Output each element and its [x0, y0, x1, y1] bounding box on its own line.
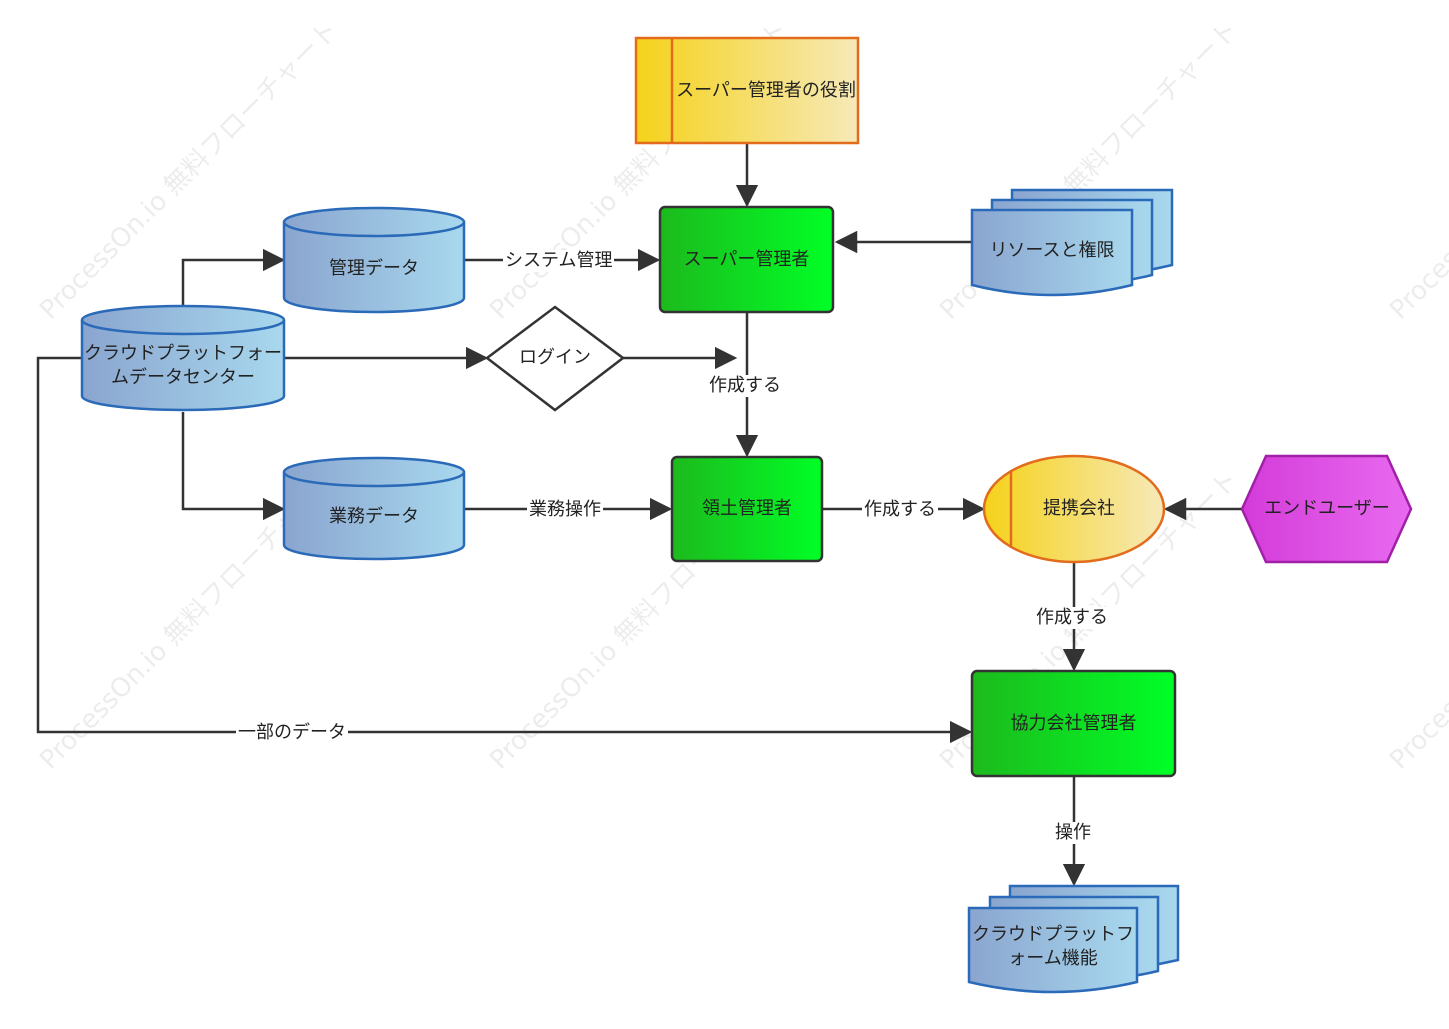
edge-label-create-3: 作成する	[1034, 607, 1110, 629]
node-biz-data[interactable]	[282, 456, 466, 561]
node-super-admin[interactable]	[658, 205, 835, 314]
edge-label-partial-data: 一部のデータ	[236, 722, 348, 744]
edge-label-system-mgmt: システム管理	[503, 250, 615, 272]
edge-label-operate: 操作	[1053, 822, 1093, 844]
label-resources: リソースと権限	[989, 240, 1115, 261]
node-end-user[interactable]	[1240, 454, 1413, 564]
label-mgmt-data: 管理データ	[329, 258, 419, 279]
label-super-admin: スーパー管理者	[683, 248, 810, 270]
node-territory-admin[interactable]	[670, 455, 824, 563]
node-login[interactable]	[484, 305, 626, 412]
edge-label-create-1: 作成する	[707, 375, 783, 397]
label-biz-data: 業務データ	[329, 506, 419, 527]
node-platform-func[interactable]	[967, 884, 1180, 994]
node-partner[interactable]	[982, 454, 1166, 564]
label-territory-admin: 領土管理者	[702, 498, 792, 519]
node-mgmt-data[interactable]	[282, 206, 466, 314]
edge-datacenter-to-mgmtdata	[181, 248, 286, 305]
label-end-user: エンドユーザー	[1264, 498, 1390, 519]
node-datacenter[interactable]	[80, 304, 286, 412]
edge-label-biz-op: 業務操作	[527, 499, 603, 521]
label-datacenter: クラウドプラットフォームデータセンター	[84, 343, 282, 388]
edge-label-create-2: 作成する	[862, 499, 938, 521]
label-platform-func: クラウドプラットフォーム機能	[972, 924, 1134, 969]
label-partner-admin: 協力会社管理者	[1010, 712, 1137, 734]
edge-datacenter-to-partneradmin	[36, 356, 973, 744]
node-super-admin-role[interactable]	[634, 36, 860, 145]
label-login: ログイン	[519, 347, 591, 368]
label-super-admin-role: スーパー管理者の役割	[676, 79, 856, 101]
node-resources[interactable]	[970, 188, 1174, 297]
edge-datacenter-to-bizdata	[181, 412, 286, 521]
label-partner: 提携会社	[1043, 498, 1115, 519]
node-partner-admin[interactable]	[970, 669, 1177, 778]
